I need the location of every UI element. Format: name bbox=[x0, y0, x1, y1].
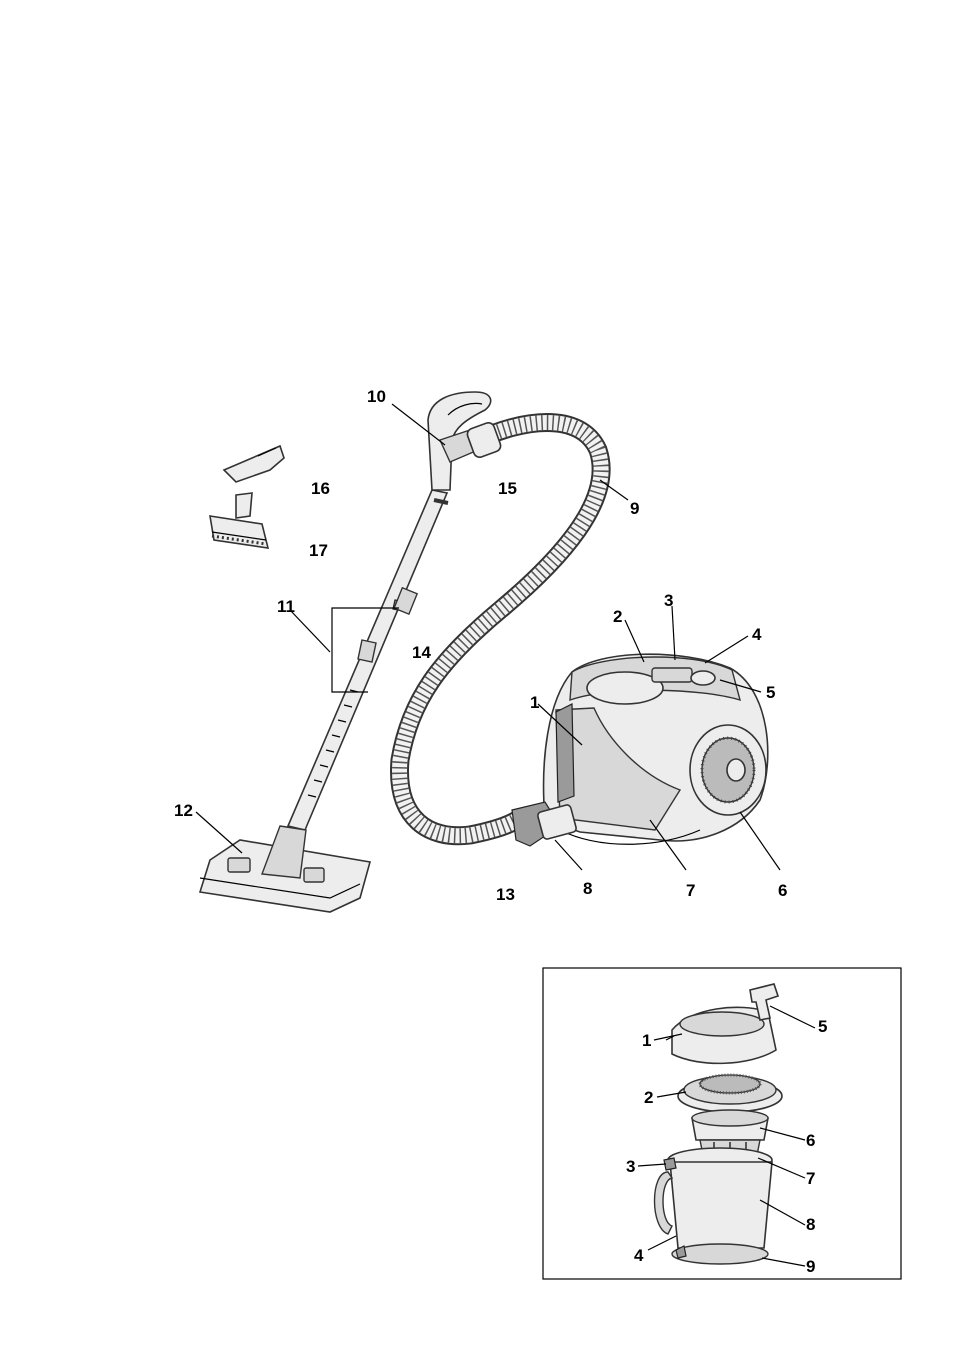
main-label-7: 7 bbox=[686, 881, 695, 900]
inset-label-2: 2 bbox=[644, 1088, 653, 1107]
main-label-4: 4 bbox=[752, 625, 762, 644]
main-label-17: 17 bbox=[309, 541, 328, 560]
inset-label-1: 1 bbox=[642, 1031, 651, 1050]
main-label-14: 14 bbox=[412, 643, 431, 662]
inset-label-4: 4 bbox=[634, 1246, 644, 1265]
main-label-1: 1 bbox=[530, 693, 539, 712]
inset-label-3: 3 bbox=[626, 1157, 635, 1176]
main-label-2: 2 bbox=[613, 607, 622, 626]
inset-label-6: 6 bbox=[806, 1131, 815, 1150]
main-label-10: 10 bbox=[367, 387, 386, 406]
inset-label-7: 7 bbox=[806, 1169, 815, 1188]
main-label-12: 12 bbox=[174, 801, 193, 820]
inset-label-5: 5 bbox=[818, 1017, 827, 1036]
inset-label-8: 8 bbox=[806, 1215, 815, 1234]
inset-diagram: 1 2 3 4 5 6 7 8 9 bbox=[543, 968, 901, 1279]
crevice-tool bbox=[224, 446, 284, 482]
main-label-16: 16 bbox=[311, 479, 330, 498]
main-label-8: 8 bbox=[583, 879, 592, 898]
main-diagram: 1 2 3 4 5 6 7 8 9 10 11 12 13 14 15 16 1… bbox=[174, 387, 787, 912]
main-label-15: 15 bbox=[498, 479, 517, 498]
main-label-9: 9 bbox=[630, 499, 639, 518]
upholstery-nozzle bbox=[210, 493, 268, 548]
main-label-6: 6 bbox=[778, 881, 787, 900]
inset-label-9: 9 bbox=[806, 1257, 815, 1276]
main-label-11: 11 bbox=[277, 597, 295, 616]
main-label-3: 3 bbox=[664, 591, 673, 610]
main-label-13: 13 bbox=[496, 885, 515, 904]
main-label-5: 5 bbox=[766, 683, 775, 702]
handle bbox=[428, 392, 502, 503]
